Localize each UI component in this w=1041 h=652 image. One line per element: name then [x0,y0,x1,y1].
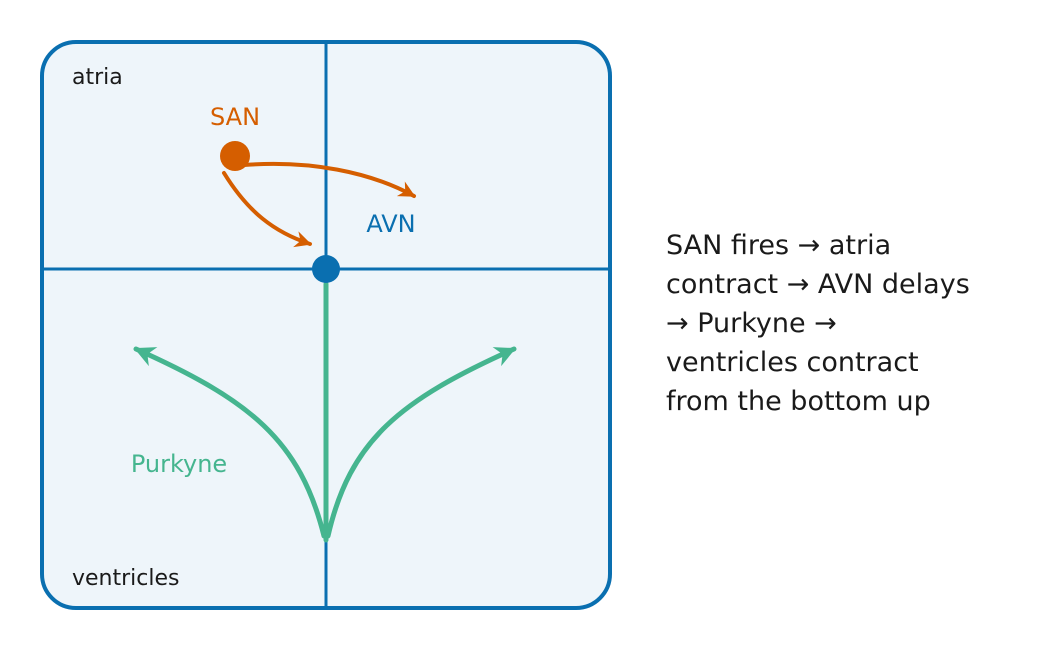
caption-line: → Purkyne → [666,308,837,339]
purkyne-right-branch-arrow [325,346,517,539]
atria-label: atria [72,65,123,90]
caption-line: contract → AVN delays [666,269,970,300]
caption-line: ventricles contract [666,347,919,378]
ventricles-label: ventricles [72,566,180,591]
avn-node [312,255,340,283]
caption-line: SAN fires → atria [666,230,892,261]
conduction-caption: SAN fires → atria contract → AVN delays … [666,226,1026,421]
san-to-atria-arrow [242,161,416,198]
avn-label: AVN [366,210,415,238]
san-node [220,141,250,171]
purkyne-left-branch-arrow [133,346,327,539]
san-label: SAN [210,103,260,131]
caption-line: from the bottom up [666,386,931,417]
san-to-avn-arrow [222,171,312,248]
purkyne-label: Purkyne [131,450,227,478]
